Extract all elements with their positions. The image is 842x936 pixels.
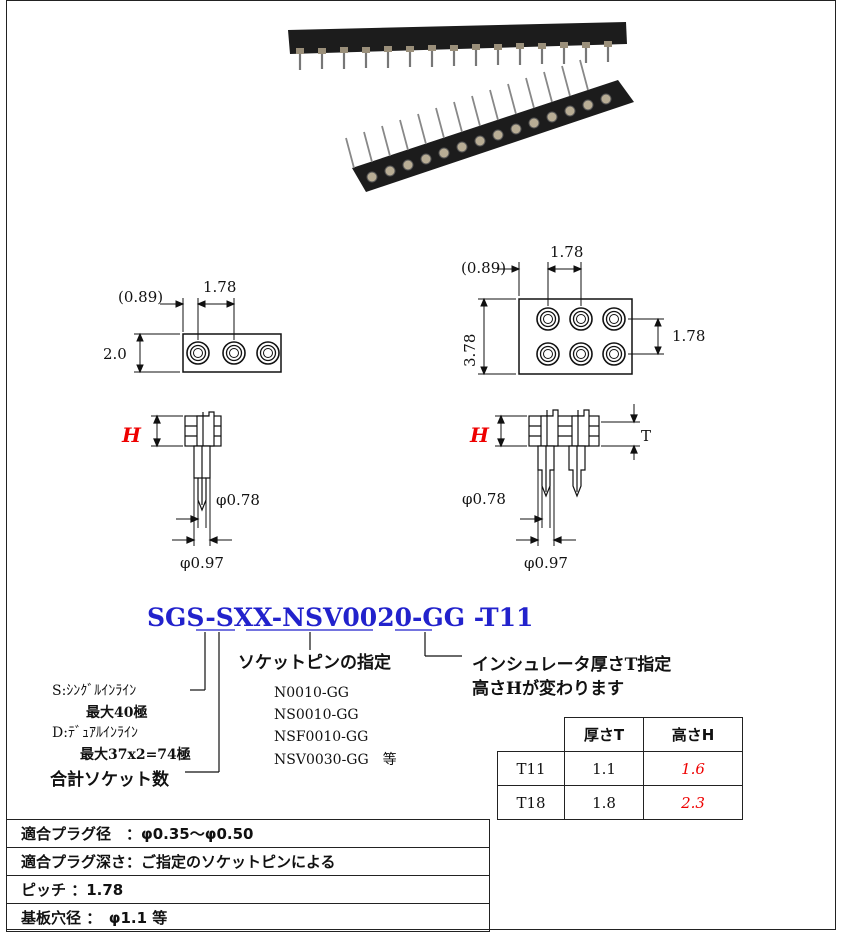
dual-inner-dia: φ0.78	[462, 490, 506, 508]
dual-pitch-dim: 1.78	[550, 243, 583, 261]
dual-outer-dia: φ0.97	[524, 554, 568, 572]
dual-h-label: H	[469, 423, 490, 447]
spec-plug-diameter: 適合プラグ径 ：φ0.35～φ0.50	[6, 819, 490, 848]
table-cell	[498, 718, 565, 752]
single-max-note: 最大40極	[86, 704, 147, 721]
part-number: SGS-SXX-NSV0020-GG -T11	[147, 603, 533, 632]
socket-pin-item: NSF0010-GG	[274, 729, 368, 745]
table-cell: 1.8	[564, 785, 644, 820]
spec-row: 適合プラグ径 ：φ0.35～φ0.50	[6, 819, 490, 848]
insulator-note-1: インシュレータ厚さT指定	[472, 654, 671, 675]
single-inner-dia: φ0.78	[216, 491, 260, 509]
leader-lines	[185, 629, 462, 773]
dual-inline-note: D:ﾃﾞｭｱﾙｲﾝﾗｲﾝ	[52, 725, 138, 741]
spec-plug-depth: 適合プラグ深さ：ご指定のソケットピンによる	[6, 847, 490, 876]
table-cell: T11	[497, 751, 565, 786]
insulator-note-2: 高さHが変わります	[472, 678, 624, 699]
single-pitch-dim: 1.78	[203, 278, 236, 296]
spec-board-hole: 基板穴径 ： φ1.1 等	[6, 903, 490, 932]
single-row-top-view	[134, 298, 282, 374]
table-cell: T18	[497, 785, 565, 820]
table-cell: 2.3	[643, 785, 743, 820]
socket-pin-title: ソケットピンの指定	[238, 652, 391, 673]
product-photo	[288, 22, 634, 192]
dual-pin-side-view	[495, 404, 640, 546]
spec-table: 適合プラグ径 ：φ0.35～φ0.50 適合プラグ深さ：ご指定のソケットピンによ…	[6, 819, 490, 932]
dual-max-note: 最大37x2=74極	[80, 746, 191, 763]
table-row: T18 1.8 2.3	[497, 785, 743, 820]
single-offset-dim: (0.89)	[118, 288, 163, 306]
table-row: T11 1.1 1.6	[497, 751, 743, 786]
single-inline-note: S:ｼﾝｸﾞﾙｲﾝﾗｲﾝ	[52, 683, 136, 699]
dual-height-dim: 3.78	[461, 334, 479, 367]
single-height-dim: 2.0	[103, 345, 127, 363]
total-sockets-note: 合計ソケット数	[50, 769, 170, 790]
socket-pin-item: NSV0030-GG 等	[274, 751, 397, 768]
spec-row: 基板穴径 ： φ1.1 等	[6, 903, 490, 932]
dual-row-pitch-dim: 1.78	[672, 327, 705, 345]
single-pin-side-view	[151, 411, 232, 546]
table-header-row: 厚さT 高さH	[498, 717, 743, 752]
spec-pitch: ピッチ ：1.78	[6, 875, 490, 904]
socket-pin-item: N0010-GG	[274, 685, 349, 701]
table-cell: 1.1	[564, 751, 644, 786]
table-header-thickness: 厚さT	[564, 717, 644, 752]
table-header-height: 高さH	[643, 717, 743, 752]
dual-row-top-view	[478, 262, 664, 376]
dual-offset-dim: (0.89)	[461, 259, 506, 277]
table-cell: 1.6	[643, 751, 743, 786]
single-h-label: H	[121, 423, 142, 447]
spec-row: ピッチ ：1.78	[6, 875, 490, 904]
thickness-height-table: 厚さT 高さH T11 1.1 1.6 T18 1.8 2.3	[497, 717, 743, 820]
socket-pin-item: NS0010-GG	[274, 707, 359, 723]
spec-row: 適合プラグ深さ：ご指定のソケットピンによる	[6, 847, 490, 876]
dual-t-label: T	[641, 427, 651, 445]
single-outer-dia: φ0.97	[180, 554, 224, 572]
